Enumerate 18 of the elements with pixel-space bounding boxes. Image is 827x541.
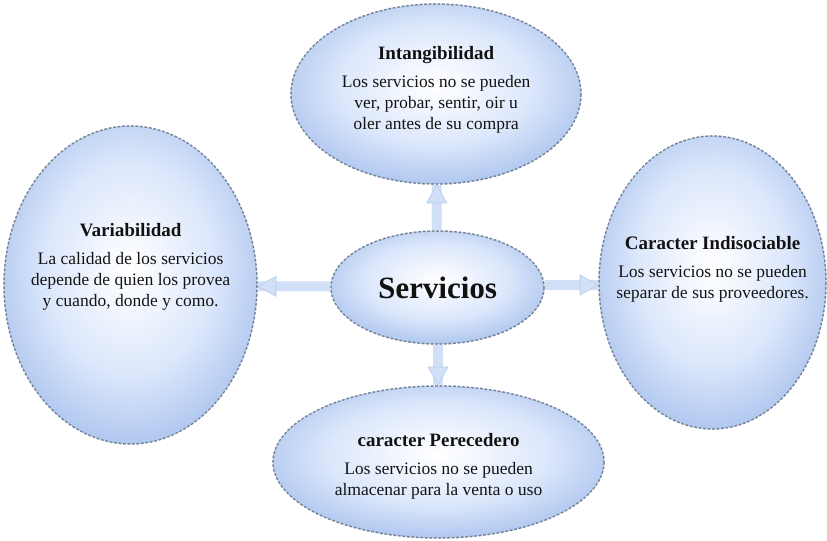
- node-heading: Variabilidad: [80, 220, 182, 242]
- node-description: Los servicios no se pueden separar de sus proveedores.: [615, 260, 810, 302]
- node-heading: caracter Perecedero: [358, 430, 520, 452]
- ellipse-node: [3, 125, 258, 445]
- block-arrow: [258, 276, 330, 297]
- block-arrow: [544, 274, 598, 296]
- ellipse-node: [272, 385, 605, 539]
- node-heading: Caracter Indisociable: [624, 232, 800, 254]
- ellipse-node: [290, 3, 582, 185]
- center-label: Servicios: [378, 270, 497, 306]
- node-description: La calidad de los servicios depende de quien los provea y cuando, donde y como.: [30, 248, 232, 310]
- node-heading: Intangibilidad: [378, 42, 494, 64]
- block-arrow: [428, 345, 448, 386]
- block-arrow: [426, 184, 448, 230]
- node-description: Los servicios no se pueden almacenar para la venta o uso: [334, 458, 544, 500]
- ellipse-node: [598, 135, 827, 430]
- node-description: Los servicios no se pueden ver, probar, sentir, oir u oler antes de su compra: [340, 70, 532, 134]
- ellipse-node: [330, 230, 545, 345]
